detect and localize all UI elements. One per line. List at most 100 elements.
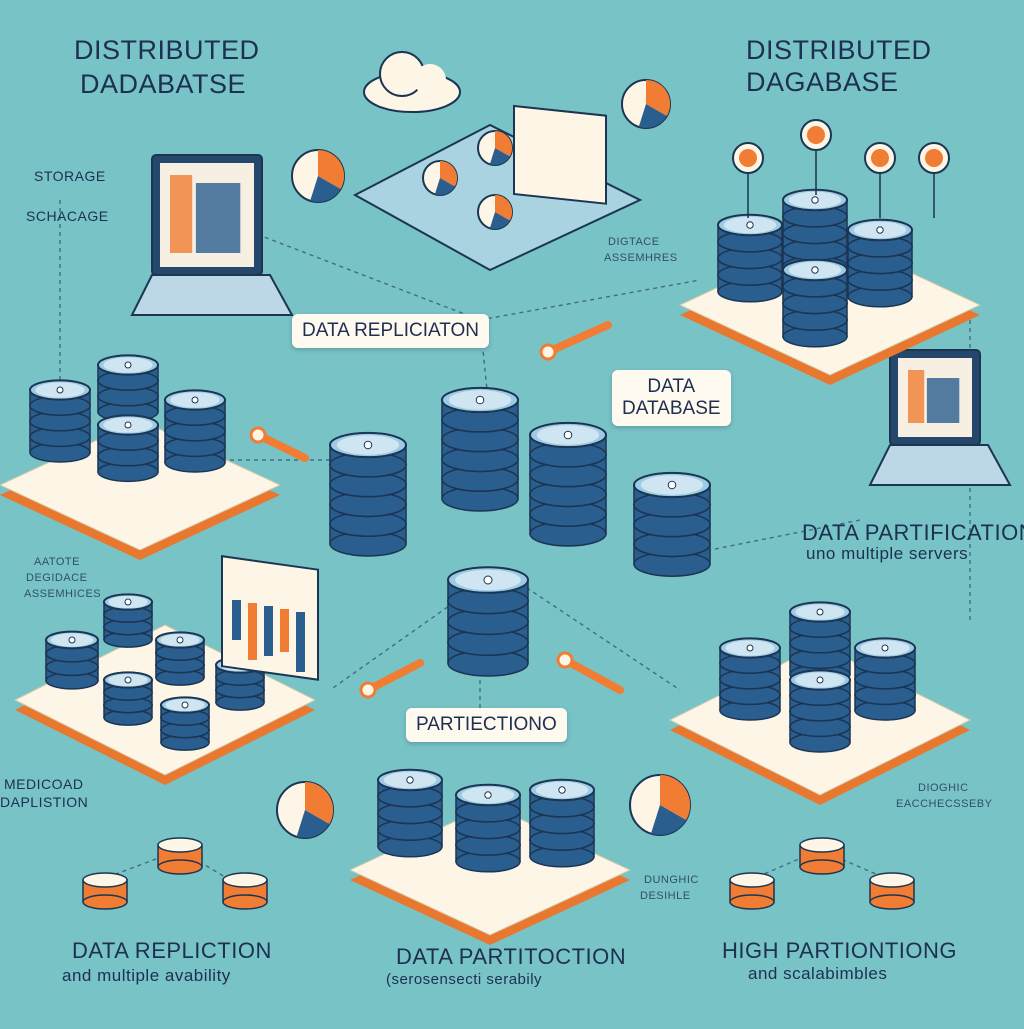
disk-hub bbox=[124, 421, 132, 429]
center-low-label-1: DUNGHIC bbox=[644, 874, 699, 886]
arrow-tail bbox=[249, 426, 267, 444]
small-disk-bottom bbox=[799, 859, 845, 875]
disk-hub bbox=[124, 676, 132, 684]
database-icon bbox=[729, 872, 775, 910]
database-icon bbox=[157, 837, 203, 875]
partition-right-label: DATA PARTIFICATION bbox=[802, 520, 1024, 545]
card-bar bbox=[296, 612, 305, 672]
connector-line bbox=[99, 849, 181, 881]
title-right-line1: DISTRIBUTED bbox=[746, 35, 932, 65]
center-low-label-2: DESIHLE bbox=[640, 890, 691, 902]
pie-chart-icon bbox=[629, 774, 691, 836]
database-icon bbox=[155, 631, 205, 686]
left-low-label-1: MEDICOAD bbox=[4, 776, 84, 792]
left-mid-label-3: ASSEMHICES bbox=[24, 588, 102, 600]
arrow-icon bbox=[249, 426, 309, 462]
database-icon bbox=[103, 671, 153, 726]
small-disk-top bbox=[222, 872, 268, 888]
small-disk-bottom bbox=[157, 859, 203, 875]
disk-hub bbox=[816, 676, 824, 684]
disk-hub bbox=[811, 266, 819, 274]
disk-hub bbox=[181, 701, 189, 709]
left-low-label-2: DAPLISTION bbox=[0, 794, 89, 810]
pin-center bbox=[871, 149, 889, 167]
pie-slice bbox=[495, 130, 513, 157]
disk-hub bbox=[363, 440, 373, 450]
bar-chart-card bbox=[221, 555, 319, 681]
digtace-label-2: ASSEMHRES bbox=[604, 252, 678, 264]
disk-hub bbox=[484, 791, 492, 799]
database-icon bbox=[447, 566, 529, 677]
connector-line bbox=[219, 219, 481, 321]
card-bar bbox=[264, 606, 273, 656]
pin-center bbox=[739, 149, 757, 167]
screen-bar bbox=[926, 378, 960, 423]
database-icon bbox=[29, 379, 91, 463]
disk-hub bbox=[563, 430, 573, 440]
small-disk-bottom bbox=[82, 894, 128, 910]
map-pin-icon bbox=[732, 142, 764, 218]
pie-slice bbox=[305, 781, 334, 824]
storage-label-1: STORAGE bbox=[34, 168, 106, 184]
screen-bar bbox=[170, 175, 193, 253]
small-disk-top bbox=[157, 837, 203, 853]
disk-hub bbox=[483, 575, 493, 585]
map-pin-icon bbox=[800, 119, 832, 195]
disk-hub bbox=[191, 396, 199, 404]
disk-hub bbox=[475, 395, 485, 405]
database-icon bbox=[97, 414, 159, 483]
card-bar bbox=[232, 600, 241, 640]
small-disk-top bbox=[729, 872, 775, 888]
partition-right-sublabel: uno multiple servers bbox=[806, 544, 969, 563]
title-right-line2: DAGABASE bbox=[746, 67, 899, 97]
database-icon bbox=[529, 421, 607, 547]
database-icon bbox=[719, 637, 781, 721]
database-icon bbox=[160, 696, 210, 751]
disk-hub bbox=[746, 221, 754, 229]
pie-slice bbox=[440, 160, 458, 187]
pie-slice bbox=[310, 176, 341, 202]
database-icon bbox=[717, 213, 783, 303]
pie-slice bbox=[296, 810, 330, 838]
database-icon bbox=[789, 601, 851, 685]
database-icon bbox=[789, 669, 851, 753]
cloud-puff bbox=[414, 64, 446, 96]
database-icon bbox=[377, 768, 443, 858]
laptop-base bbox=[868, 444, 1012, 486]
laptop-icon bbox=[868, 349, 1012, 486]
database-icon bbox=[164, 389, 226, 473]
small-disk-bottom bbox=[729, 894, 775, 910]
arrow-shaft bbox=[364, 659, 424, 694]
bottom-left-label: DATA REPLICTION bbox=[72, 938, 272, 963]
pin-center bbox=[807, 126, 825, 144]
database-icon bbox=[82, 872, 128, 910]
pie-slice bbox=[318, 149, 345, 189]
database-icon bbox=[329, 431, 407, 557]
database-icon bbox=[222, 872, 268, 910]
disk-hub bbox=[746, 644, 754, 652]
pie-chart-icon bbox=[477, 194, 513, 230]
arrow-shaft bbox=[544, 321, 612, 356]
arrow-tail bbox=[359, 681, 377, 699]
partitioning-pill: PARTIECTIONO bbox=[406, 708, 567, 742]
connector-line bbox=[479, 279, 701, 321]
data-database-pill: DATA DATABASE bbox=[612, 370, 731, 426]
database-icon bbox=[103, 593, 153, 648]
pie-slice bbox=[489, 148, 510, 165]
left-mid-label-1: AATOTE bbox=[34, 556, 80, 568]
database-icon bbox=[847, 218, 913, 308]
disk-hub bbox=[406, 776, 414, 784]
small-disk-top bbox=[799, 837, 845, 853]
title-left-line1: DISTRIBUTED bbox=[74, 35, 260, 65]
bottom-right-label: HIGH PARTIONTIONG bbox=[722, 938, 958, 963]
card-bar bbox=[280, 609, 289, 652]
pin-center bbox=[925, 149, 943, 167]
pie-slice bbox=[646, 79, 671, 116]
database-icon bbox=[45, 630, 99, 690]
screen-bar bbox=[908, 370, 925, 423]
data-database-pill-line1: DATA bbox=[647, 376, 696, 397]
left-mid-label-2: DEGIDACE bbox=[26, 572, 88, 584]
arrow-icon bbox=[556, 651, 624, 694]
